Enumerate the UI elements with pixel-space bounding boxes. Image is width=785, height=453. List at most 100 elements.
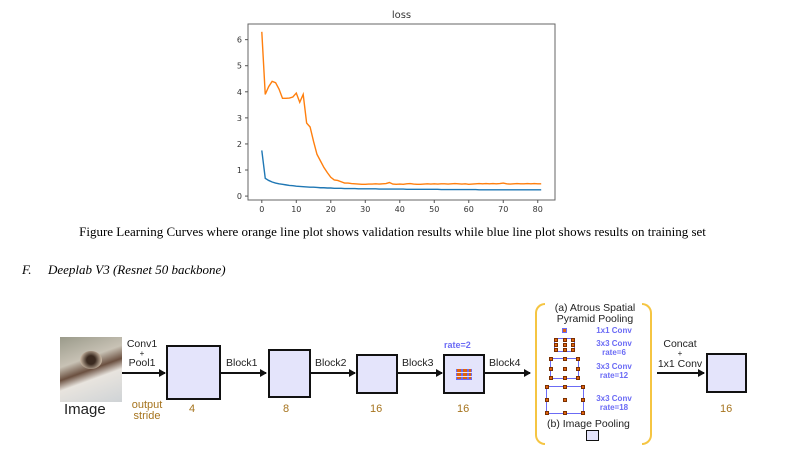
kernel-sample-dot [545,398,549,402]
x-tick-label: 60 [464,205,474,214]
kernel-sample-dot [581,385,585,389]
atrous-kernel-grid [456,368,472,380]
aspp-title: (a) Atrous Spatial Pyramid Pooling [540,303,650,325]
conv-text: 3x3 Conv [596,339,632,348]
output-stride-label: output stride [130,400,164,422]
kernel-sample-dot [581,398,585,402]
stride-value: 16 [370,403,383,415]
left-brace [535,303,545,445]
kernel-sample-dot [563,398,567,402]
y-tick-label: 6 [237,36,242,45]
block2-label: Block2 [315,357,347,369]
kernel-sample-dot [563,411,567,415]
stride-value: 4 [189,403,196,415]
arrow-concat [657,369,705,377]
aspp-1x1-label: 1x1 Conv [596,326,632,335]
kernel-sample-dot [562,343,567,347]
rate-text: rate=12 [599,371,629,380]
series-line-validation [261,31,542,186]
image-label: Image [64,401,106,418]
rate2-label: rate=2 [444,340,471,350]
pool1-text: Pool1 [128,357,156,369]
arrow-conv1 [122,369,166,377]
figure-caption: Figure Learning Curves where orange line… [79,224,706,239]
stride-value: 16 [720,403,733,415]
conv1x1-text: 1x1 Conv [657,358,703,370]
x-tick-label: 50 [429,205,439,214]
rate-text: rate=6 [602,348,626,357]
y-tick-label: 1 [237,166,242,175]
chart-title: loss [392,10,411,21]
feature-map-3 [356,354,398,394]
cat-face [80,351,102,369]
arrow-block3 [398,369,443,377]
kernel-sample-dot [562,366,567,371]
aspp-title-line1: (a) Atrous Spatial [554,302,636,314]
kernel-sample-dot [549,357,553,361]
arrow-block2 [311,369,356,377]
kernel-sample-dot [554,343,558,347]
feature-map-4 [443,354,485,394]
kernel-sample-dot [571,338,575,342]
conv-text: 3x3 Conv [596,362,632,371]
right-brace [642,303,652,445]
section-title: Deeplab V3 (Resnet 50 backbone) [48,262,226,277]
stride-value: 16 [457,403,470,415]
y-tick-label: 3 [237,114,242,123]
kernel-sample-dot [576,376,580,380]
plus-text: + [677,349,683,358]
kernel-sample-dot [549,366,553,371]
block1-label: Block1 [226,357,258,369]
aspp-title-line2: Pyramid Pooling [556,313,634,325]
kernel-sample-dot [562,348,567,352]
plus-text: + [139,349,145,358]
x-tick-label: 40 [395,205,405,214]
x-tick-label: 10 [291,205,301,214]
feature-map-2 [268,349,311,398]
kernel-sample-dot [581,411,585,415]
input-image [60,337,122,402]
rate-text: rate=18 [599,403,629,412]
kernel-sample-dot [576,357,580,361]
kernel-sample-dot [562,357,567,361]
kernel-sample-dot [545,411,549,415]
conv1-pool1-label: Conv1 + Pool1 [124,338,160,369]
concat-text: Concat [663,338,697,350]
kernel-sample-dot [576,366,580,371]
y-tick-label: 2 [237,140,242,149]
concat-label: Concat + 1x1 Conv [652,338,708,370]
kernel-sample-dot [545,385,549,389]
image-pooling-label: (b) Image Pooling [547,418,630,430]
kernel-sample-dot [554,338,558,342]
x-tick-label: 30 [360,205,370,214]
arrow-block1 [221,369,267,377]
kernel-sample-dot [562,338,567,342]
block3-label: Block3 [402,357,434,369]
x-tick-label: 20 [326,205,336,214]
section-number: F. [22,262,32,277]
y-tick-label: 0 [237,192,242,201]
conv-text: 3x3 Conv [596,394,632,403]
kernel-sample-dot [549,376,553,380]
kernel-sample-dot [554,348,558,352]
y-tick-label: 4 [237,88,242,97]
x-tick-label: 0 [259,205,264,214]
kernel-sample-dot [562,376,567,380]
x-tick-label: 80 [533,205,543,214]
output-feature-map [706,353,747,393]
feature-map-1 [166,345,221,400]
image-pooling-box [586,430,599,441]
stride-text: stride [133,410,161,422]
plot-frame [247,23,556,201]
arrow-block4 [485,369,531,377]
x-tick-label: 70 [498,205,508,214]
kernel-sample-dot [571,343,575,347]
conv1-text: Conv1 [126,338,158,350]
kernel-1x1 [562,328,567,333]
stride-value: 8 [283,403,290,415]
section-heading: F. Deeplab V3 (Resnet 50 backbone) [22,262,226,278]
